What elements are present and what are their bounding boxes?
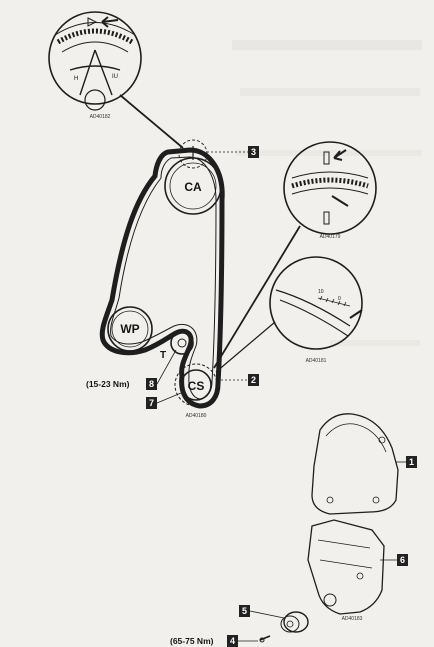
crankshaft-bolt [259,635,271,643]
leader-detail-3 [215,321,276,373]
callout-4-number: 4 [230,636,235,646]
callout-3 [248,146,259,158]
leader-detail-2 [213,225,301,369]
svg-text:IU: IU [112,74,118,80]
crank-bolt-torque: (65-75 Nm) [170,636,214,646]
crank-mark-detail: 10 0 [269,256,363,350]
callout-6-number: 6 [400,555,405,565]
tensioner-torque: (15-23 Nm) [86,379,130,389]
callout-2 [248,374,259,386]
callout-2-number: 2 [251,375,256,385]
callout-8-number: 8 [149,379,154,389]
callout-1 [406,456,417,468]
callout-1-number: 1 [409,457,414,467]
lower-timing-cover [307,519,385,615]
callout-3-number: 3 [251,147,256,157]
cam-mark-detail-ref: AD40182 [90,114,111,120]
callout-7 [146,397,157,409]
water-pump-pulley: WP [107,306,153,352]
callout-6 [397,554,408,566]
tensioner-label: T [160,350,166,361]
camshaft-pulley: CA [164,157,222,215]
svg-text:10: 10 [318,289,324,295]
callout-8 [146,378,157,390]
covers-ref: AD40183 [342,616,363,622]
tooth-detail-ref: AD40179 [320,234,341,240]
cam-mark-detail: H IU [48,11,142,111]
crank-mark-detail-ref: AD40181 [306,358,327,364]
crankshaft-label: CS [188,379,205,393]
callout-5 [239,605,250,617]
timing-belt-outer [99,147,225,409]
callout-5-number: 5 [242,606,247,616]
cam-mark-highlight [178,139,208,169]
camshaft-label: CA [184,180,202,194]
tensioner-pulley: T [160,331,194,361]
svg-text:0: 0 [338,296,341,302]
water-pump-label: WP [120,322,139,336]
crankshaft-pulley: CS [174,363,218,407]
belt-layout-ref: AD40180 [186,413,207,419]
leader-detail-1 [119,94,184,149]
svg-text:H: H [74,76,78,82]
callout-7-number: 7 [149,398,154,408]
crankshaft-sprocket [280,611,309,633]
upper-timing-cover [311,413,399,515]
timing-belt-inner [110,156,217,400]
tooth-detail [283,141,377,235]
callout-4 [227,635,238,647]
